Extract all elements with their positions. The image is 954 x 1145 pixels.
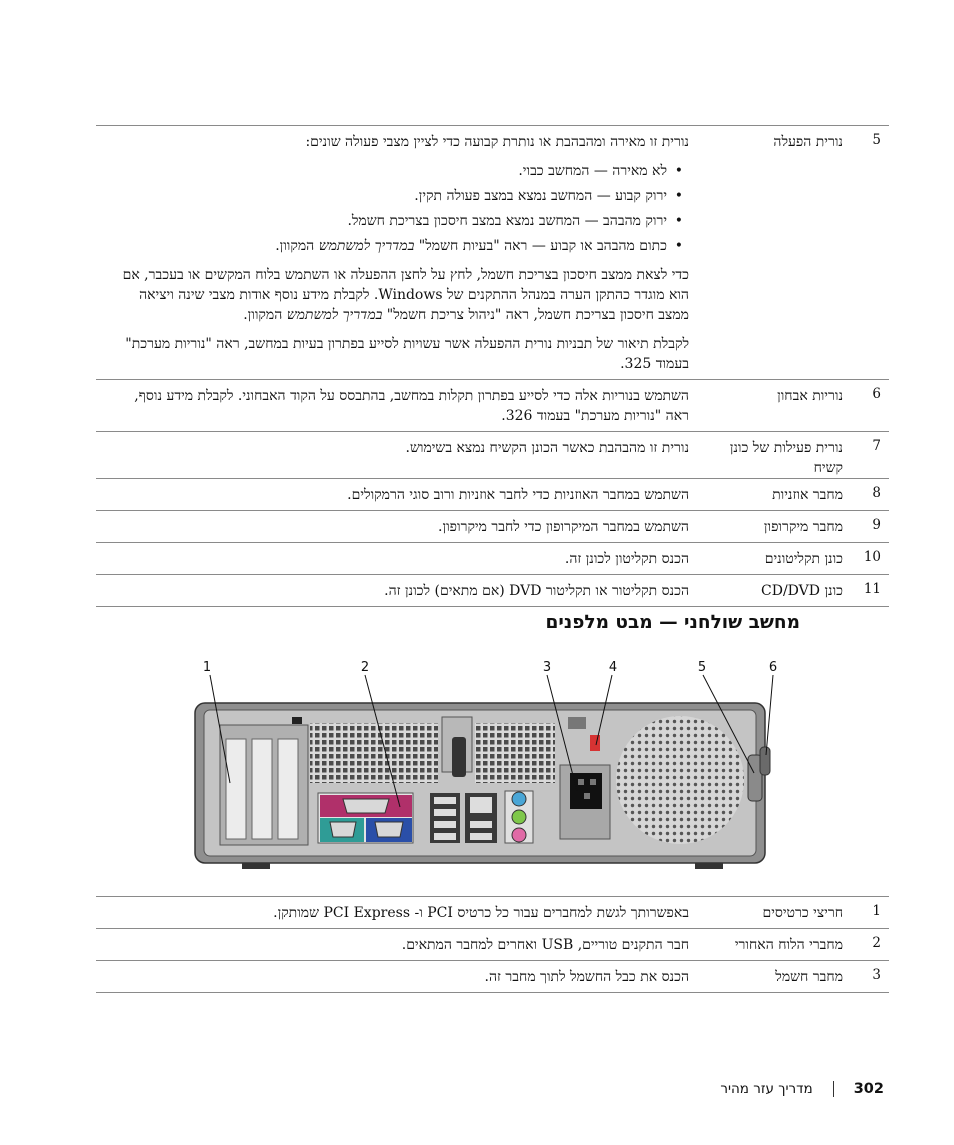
- callout-2: 2: [361, 660, 369, 675]
- item-description: הכנס את כבל החשמל לתוך מחבר זה.: [484, 969, 689, 985]
- item-description: הכנס תקליטור או תקליטור DVD (אם מתאים) ל…: [384, 583, 689, 599]
- vent-grille: [475, 723, 555, 783]
- serial-connector: [329, 821, 357, 838]
- footer-divider: [832, 1081, 834, 1097]
- usb-port: [470, 833, 492, 840]
- parallel-connector: [342, 798, 390, 814]
- item-number: 11: [863, 581, 881, 597]
- table-row: 8 מחבר אוזניות השתמש במחבר האוזניות כדי …: [96, 478, 889, 510]
- item-description: נורית זו מאירה ומהבהבת או נותרת קבועה כד…: [96, 126, 697, 379]
- list-item: ירוק מהבהב — המחשב נמצא במצב חיסכון בצרי…: [108, 211, 683, 231]
- callout-6: 6: [769, 660, 777, 675]
- system-lights-paragraph: לקבלת תיאור של תבניות נורית ההפעלה אשר ע…: [125, 336, 689, 372]
- item-number: 3: [872, 967, 881, 983]
- table-row: 2 מחברי הלוח האחורי חבר התקנים טוריים, U…: [96, 928, 889, 960]
- foot: [242, 863, 270, 869]
- user-guide-reference: במדריך למשתמש: [318, 238, 415, 254]
- item-name: נורית הפעלה: [773, 134, 843, 150]
- vga-connector: [374, 821, 404, 838]
- section-heading: מחשב שולחני — מבט מלפנים: [545, 612, 800, 633]
- card-slot-cover: [251, 738, 273, 840]
- item-name: מחבר חשמל: [775, 969, 843, 985]
- back-view-items-table: 1 חריצי כרטיסים באפשרותך לגשת למחברים עב…: [96, 896, 889, 993]
- page-number: 302: [853, 1081, 884, 1097]
- item-number: 1: [872, 903, 881, 919]
- item-name: מחברי הלוח האחורי: [734, 937, 843, 953]
- item-description: השתמש במחבר המיקרופון כדי לחבר מיקרופון.: [438, 519, 689, 535]
- item-number: 2: [872, 935, 881, 951]
- item-description: השתמש במחבר האוזניות כדי לחבר אוזניות ור…: [347, 487, 689, 503]
- callout-4: 4: [609, 660, 617, 675]
- voltage-switch-bracket: [568, 717, 586, 729]
- item-name: נוריות אבחון: [777, 388, 843, 404]
- item-name: חריצי כרטיסים: [762, 905, 843, 921]
- usb-port: [434, 821, 456, 828]
- release-latch: [452, 737, 466, 777]
- vent-grille: [310, 723, 438, 783]
- list-item: לא מאירה — המחשב כבוי.: [108, 161, 683, 181]
- item-name: נורית פעילות של כונן קשיח: [729, 440, 843, 476]
- microphone-jack: [511, 827, 527, 843]
- table-row: 5 נורית הפעלה נורית זו מאירה ומהבהבת או …: [96, 125, 889, 379]
- item-description: חבר התקנים טוריים, USB ואחרים למחבר המתא…: [401, 937, 689, 953]
- item-description: הכנס תקליטון לכונן זה.: [564, 551, 689, 567]
- table-row: 3 מחבר חשמל הכנס את כבל החשמל לתוך מחבר …: [96, 960, 889, 993]
- text-run: כדי לצאת ממצב חיסכון בצריכת חשמל, לחץ על…: [122, 267, 689, 323]
- power-light-states: לא מאירה — המחשב כבוי. ירוק קבוע — המחשב…: [108, 161, 689, 256]
- network-port: [470, 797, 492, 813]
- front-view-items-table: 5 נורית הפעלה נורית זו מאירה ומהבהבת או …: [96, 125, 889, 607]
- line-in-jack: [511, 791, 527, 807]
- power-connector: [570, 773, 602, 809]
- table-row: 7 נורית פעילות של כונן קשיח נורית זו מהב…: [96, 431, 889, 478]
- text-run: המקוון.: [243, 307, 287, 323]
- item-name: מחבר אוזניות: [772, 487, 843, 503]
- list-item: ירוק קבוע — המחשב נמצא במצב פעולה תקין.: [108, 186, 683, 206]
- desktop-computer-illustration: 1 2 3 4 5 6: [160, 655, 800, 880]
- item-number: 10: [863, 549, 881, 565]
- footer-title: מדריך עזר מהיר: [720, 1081, 813, 1097]
- item-description: נורית זו מהבהבת כאשר הכונן הקשיח נמצא בש…: [405, 440, 690, 456]
- line-out-jack: [511, 809, 527, 825]
- table-row: 10 כונן תקליטונים הכנס תקליטון לכונן זה.: [96, 542, 889, 574]
- card-slot-cover: [277, 738, 299, 840]
- item-description: באפשרותך לגשת למחברים עבור כל כרטיס PCI …: [273, 905, 689, 921]
- usb-port: [434, 809, 456, 816]
- callout-1: 1: [203, 660, 211, 675]
- voltage-selection-switch: [590, 735, 600, 751]
- padlock-ring-tab: [747, 754, 763, 802]
- power-light-intro: נורית זו מאירה ומהבהבת או נותרת קבועה כד…: [305, 134, 689, 150]
- cover-release-latch: [759, 746, 771, 776]
- callout-3: 3: [543, 660, 551, 675]
- item-description: השתמש בנוריות אלה כדי לסייע בפתרון תקלות…: [134, 388, 689, 424]
- table-row: 1 חריצי כרטיסים באפשרותך לגשת למחברים עב…: [96, 896, 889, 928]
- item-number: 7: [872, 438, 881, 454]
- power-supply-fan-grille: [616, 716, 744, 844]
- callout-5: 5: [698, 660, 706, 675]
- item-name: מחבר מיקרופון: [763, 519, 843, 535]
- usb-port: [470, 821, 492, 828]
- table-row: 9 מחבר מיקרופון השתמש במחבר המיקרופון כד…: [96, 510, 889, 542]
- usb-port: [434, 797, 456, 804]
- text-run: המקוון.: [275, 238, 319, 254]
- usb-port: [434, 833, 456, 840]
- item-number: 5: [872, 132, 881, 148]
- computer-back-panel-drawing: 1 2 3 4 5 6: [194, 660, 777, 869]
- text-run: כתום מהבהב או קבוע — ראה "בעיות חשמל": [414, 238, 667, 254]
- power-save-paragraph: כדי לצאת ממצב חיסכון בצריכת חשמל, לחץ על…: [108, 265, 689, 325]
- item-name: כונן CD/DVD: [761, 583, 843, 599]
- foot: [695, 863, 723, 869]
- card-slot-cover: [225, 738, 247, 840]
- item-number: 8: [872, 485, 881, 501]
- item-number: 9: [872, 517, 881, 533]
- list-item: כתום מהבהב או קבוע — ראה "בעיות חשמל" במ…: [108, 236, 683, 256]
- table-row: 6 נוריות אבחון השתמש בנוריות אלה כדי לסי…: [96, 379, 889, 431]
- user-guide-reference: במדריך למשתמש: [286, 307, 383, 323]
- page-footer: מדריך עזר מהיר 302: [720, 1078, 884, 1100]
- item-name: כונן תקליטונים: [764, 551, 843, 567]
- padlock-ring: [292, 717, 302, 724]
- table-row: 11 כונן CD/DVD הכנס תקליטור או תקליטור D…: [96, 574, 889, 607]
- item-number: 6: [872, 386, 881, 402]
